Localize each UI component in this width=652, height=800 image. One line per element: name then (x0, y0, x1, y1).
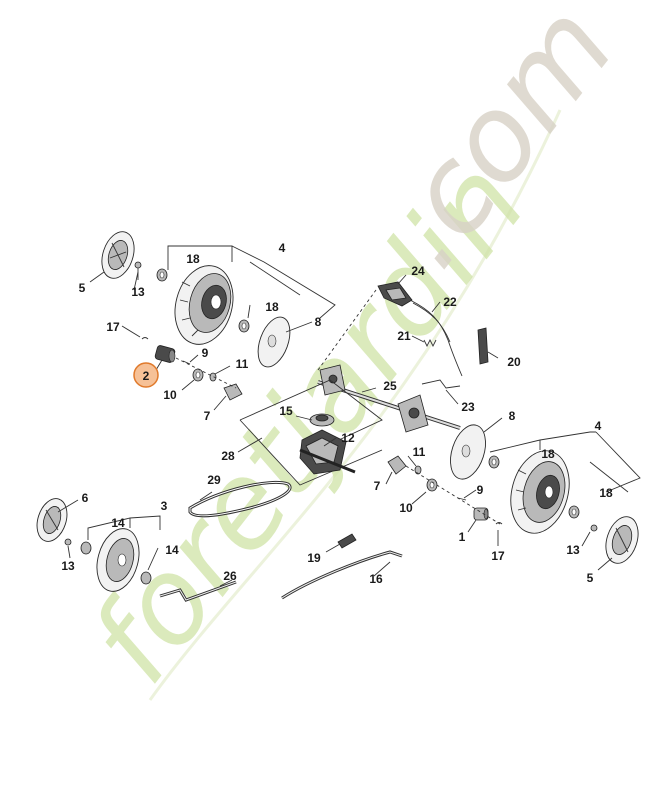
label-18-top[interactable]: 18 (186, 252, 200, 266)
label-16[interactable]: 16 (369, 572, 383, 586)
bearing-18-mid[interactable] (238, 319, 250, 333)
label-25[interactable]: 25 (383, 379, 397, 393)
label-19[interactable]: 19 (307, 551, 321, 565)
callout-bracket-top (167, 245, 336, 319)
bearing-18-top-left[interactable] (156, 268, 168, 282)
label-14-bottom[interactable]: 14 (165, 543, 179, 557)
pinion-2[interactable] (154, 345, 176, 363)
gearbox-tray-28 (239, 379, 383, 486)
bearing-10-right[interactable] (426, 478, 438, 492)
screw-13-front[interactable] (64, 538, 72, 546)
label-9-left[interactable]: 9 (202, 346, 209, 360)
lever-24[interactable] (377, 281, 413, 307)
label-4-right[interactable]: 4 (595, 419, 602, 433)
label-8-top[interactable]: 8 (315, 315, 322, 329)
gear-disc-8-right[interactable] (444, 420, 492, 483)
rear-wheel-top[interactable] (167, 259, 242, 351)
callout-bracket-front (87, 515, 161, 540)
label-1[interactable]: 1 (459, 530, 466, 544)
gear-15[interactable] (309, 413, 335, 427)
label-11-left[interactable]: 11 (236, 357, 249, 371)
hub-cap-rear-left[interactable] (96, 228, 139, 283)
hub-cap-front-left[interactable] (32, 495, 72, 545)
label-10-left[interactable]: 10 (163, 388, 177, 402)
washer-11-right[interactable] (414, 465, 422, 475)
label-28[interactable]: 28 (221, 449, 235, 463)
label-18-right-bottom[interactable]: 18 (599, 486, 613, 500)
axle-25[interactable] (317, 364, 461, 433)
label-24[interactable]: 24 (411, 264, 425, 278)
label-13-top[interactable]: 13 (131, 285, 145, 299)
gearbox-12[interactable] (299, 429, 356, 475)
label-15[interactable]: 15 (279, 404, 293, 418)
watermark: foretjardin .com (63, 0, 640, 707)
rod-23[interactable] (421, 379, 461, 389)
label-7-right[interactable]: 7 (374, 479, 381, 493)
label-5-top[interactable]: 5 (79, 281, 86, 295)
pin-9-left[interactable] (182, 360, 191, 365)
cable-22[interactable] (409, 299, 463, 377)
label-26[interactable]: 26 (223, 569, 237, 583)
axle-26[interactable] (159, 580, 237, 602)
highlight-marker[interactable] (133, 362, 159, 388)
label-7-left[interactable]: 7 (204, 409, 211, 423)
label-12[interactable]: 12 (341, 431, 355, 445)
bearing-10-left[interactable] (192, 368, 204, 382)
label-11-right[interactable]: 11 (413, 445, 426, 459)
clip-17-right[interactable] (495, 522, 503, 525)
belt-29[interactable] (188, 480, 292, 518)
dash-cable (317, 289, 377, 371)
dash-axis-left (175, 357, 237, 389)
label-18-right-top[interactable]: 18 (541, 447, 555, 461)
label-17-right[interactable]: 17 (491, 549, 505, 563)
label-13-right[interactable]: 13 (566, 543, 580, 557)
label-3[interactable]: 3 (161, 499, 168, 513)
label-9-right[interactable]: 9 (477, 483, 484, 497)
cap-7-left[interactable] (223, 383, 243, 401)
dash-axis-right (405, 465, 501, 525)
bearing-14-front-inner[interactable] (140, 571, 152, 585)
callout-bracket-right (489, 431, 641, 493)
screw-13-top[interactable] (134, 261, 142, 280)
label-14-top[interactable]: 14 (111, 516, 125, 530)
label-5-right[interactable]: 5 (587, 571, 594, 585)
washer-11-left[interactable] (209, 372, 217, 382)
callout-labels: 5 13 18 4 18 8 17 9 11 10 7 24 22 21 20 … (61, 241, 613, 586)
label-20[interactable]: 20 (507, 355, 521, 369)
pinion-1[interactable] (473, 507, 489, 521)
label-4-top[interactable]: 4 (279, 241, 286, 255)
clip-17-left[interactable] (141, 337, 149, 340)
label-8-right[interactable]: 8 (509, 409, 516, 423)
label-23[interactable]: 23 (461, 400, 475, 414)
label-13-front[interactable]: 13 (61, 559, 75, 573)
highlight-label: 2 (143, 369, 150, 383)
label-17-left[interactable]: 17 (106, 320, 120, 334)
bracket-20[interactable] (477, 327, 489, 365)
pin-9-right[interactable] (457, 497, 467, 501)
label-29[interactable]: 29 (207, 473, 221, 487)
label-22[interactable]: 22 (443, 295, 457, 309)
bearing-14-front-outer[interactable] (80, 541, 92, 555)
cap-7-right[interactable] (387, 455, 407, 475)
label-18-mid[interactable]: 18 (265, 300, 279, 314)
bearing-18-right-outer[interactable] (568, 505, 580, 519)
rod-16[interactable] (281, 550, 403, 600)
leader-lines (57, 271, 613, 587)
part-19[interactable] (337, 533, 357, 549)
spring-21[interactable] (423, 338, 437, 348)
bearing-18-right-inner[interactable] (488, 455, 500, 469)
label-6[interactable]: 6 (82, 491, 89, 505)
rear-wheel-right[interactable] (502, 444, 578, 540)
screw-13-right[interactable] (590, 524, 598, 532)
hub-cap-right[interactable] (600, 513, 643, 568)
label-21[interactable]: 21 (397, 329, 411, 343)
label-10-right[interactable]: 10 (399, 501, 413, 515)
front-wheel-3[interactable] (90, 524, 145, 596)
gear-disc-8-top[interactable] (252, 313, 296, 371)
